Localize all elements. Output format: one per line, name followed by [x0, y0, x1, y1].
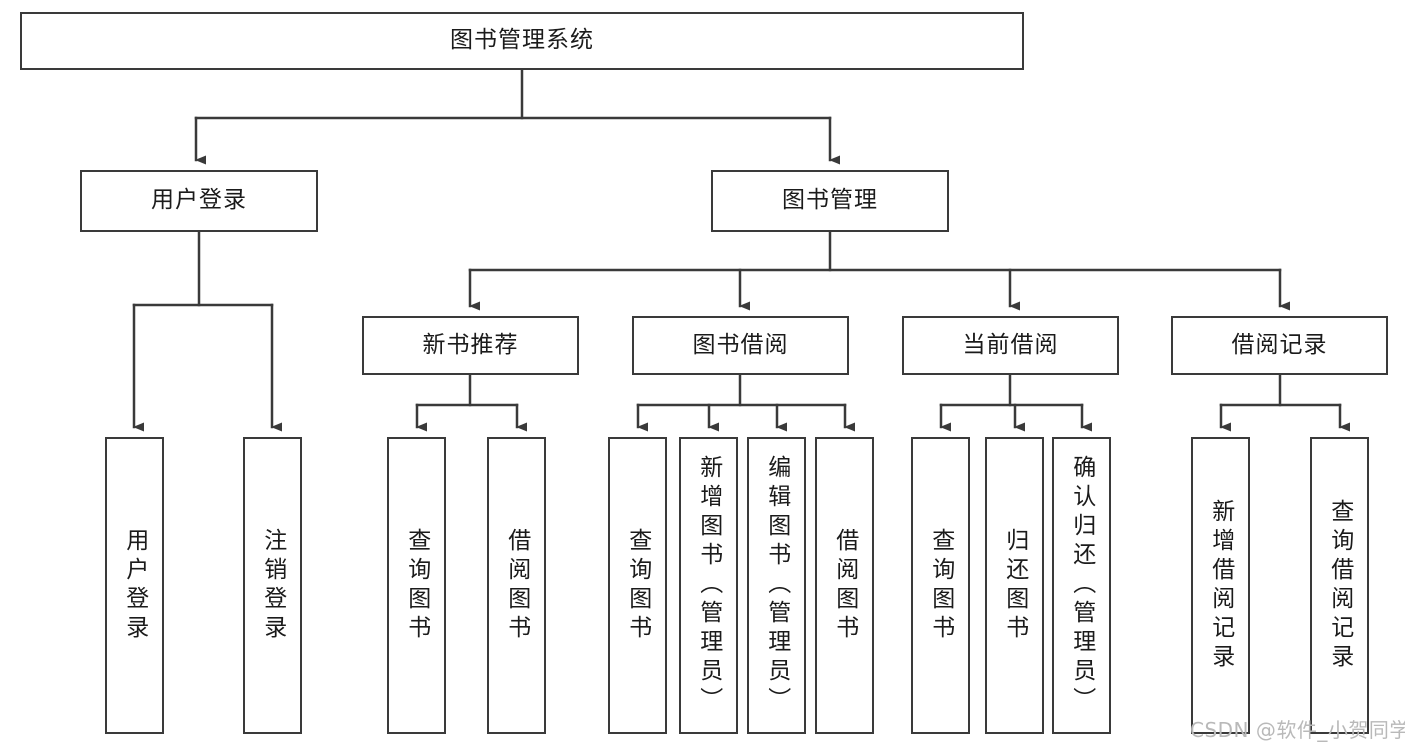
leaf-br-add-record-label: 新增借阅记录: [1207, 498, 1234, 673]
node-current-borrow[interactable]: 当前借阅: [902, 316, 1119, 375]
node-user-login[interactable]: 用户登录: [80, 170, 318, 232]
node-book-borrow[interactable]: 图书借阅: [632, 316, 849, 375]
node-book-borrow-label: 图书借阅: [692, 331, 789, 358]
node-new-book-recommend-label: 新书推荐: [422, 331, 519, 358]
node-borrow-record[interactable]: 借阅记录: [1171, 316, 1388, 375]
connector-group-borrow-record: [1219, 373, 1350, 432]
leaf-bb-query-book[interactable]: 查询图书: [608, 437, 667, 734]
leaf-nbr-borrow-book-label: 借阅图书: [503, 527, 530, 644]
leaf-br-query-record-label: 查询借阅记录: [1326, 498, 1353, 673]
leaf-cb-confirm-return-label: 确认归还（管理员）: [1068, 455, 1095, 716]
connector-group-book-mgmt: [468, 230, 1290, 311]
node-root-label: 图书管理系统: [450, 27, 594, 54]
connector-group-user-login: [132, 230, 282, 432]
node-book-management[interactable]: 图书管理: [711, 170, 949, 232]
node-book-management-label: 图书管理: [782, 187, 878, 214]
leaf-cb-query-book-label: 查询图书: [927, 527, 954, 644]
leaf-br-query-record[interactable]: 查询借阅记录: [1310, 437, 1369, 734]
node-root[interactable]: 图书管理系统: [20, 12, 1024, 70]
node-user-login-label: 用户登录: [151, 187, 247, 214]
leaf-cb-query-book[interactable]: 查询图书: [911, 437, 970, 734]
connector-group-book-borrow: [636, 373, 855, 432]
node-borrow-record-label: 借阅记录: [1231, 331, 1328, 358]
leaf-nbr-query-book[interactable]: 查询图书: [387, 437, 446, 734]
connector-group-root: [194, 68, 840, 165]
connector-group-new-book-rec: [415, 373, 527, 432]
leaf-logout-label: 注销登录: [259, 527, 286, 644]
node-new-book-recommend[interactable]: 新书推荐: [362, 316, 579, 375]
leaf-bb-edit-book-label: 编辑图书（管理员）: [763, 455, 790, 716]
leaf-cb-confirm-return[interactable]: 确认归还（管理员）: [1052, 437, 1111, 734]
leaf-bb-borrow-book-label: 借阅图书: [831, 527, 858, 644]
leaf-nbr-query-book-label: 查询图书: [403, 527, 430, 644]
leaf-cb-return-book-label: 归还图书: [1001, 527, 1028, 644]
leaf-bb-query-book-label: 查询图书: [624, 527, 651, 644]
leaf-cb-return-book[interactable]: 归还图书: [985, 437, 1044, 734]
leaf-br-add-record[interactable]: 新增借阅记录: [1191, 437, 1250, 734]
leaf-bb-borrow-book[interactable]: 借阅图书: [815, 437, 874, 734]
connector-group-current-borrow: [939, 373, 1092, 432]
leaf-user-login[interactable]: 用户登录: [105, 437, 164, 734]
leaf-user-login-label: 用户登录: [121, 527, 148, 644]
leaf-nbr-borrow-book[interactable]: 借阅图书: [487, 437, 546, 734]
leaf-logout[interactable]: 注销登录: [243, 437, 302, 734]
leaf-bb-edit-book[interactable]: 编辑图书（管理员）: [747, 437, 806, 734]
node-current-borrow-label: 当前借阅: [962, 331, 1059, 358]
leaf-bb-add-book[interactable]: 新增图书（管理员）: [679, 437, 738, 734]
leaf-bb-add-book-label: 新增图书（管理员）: [695, 455, 722, 716]
